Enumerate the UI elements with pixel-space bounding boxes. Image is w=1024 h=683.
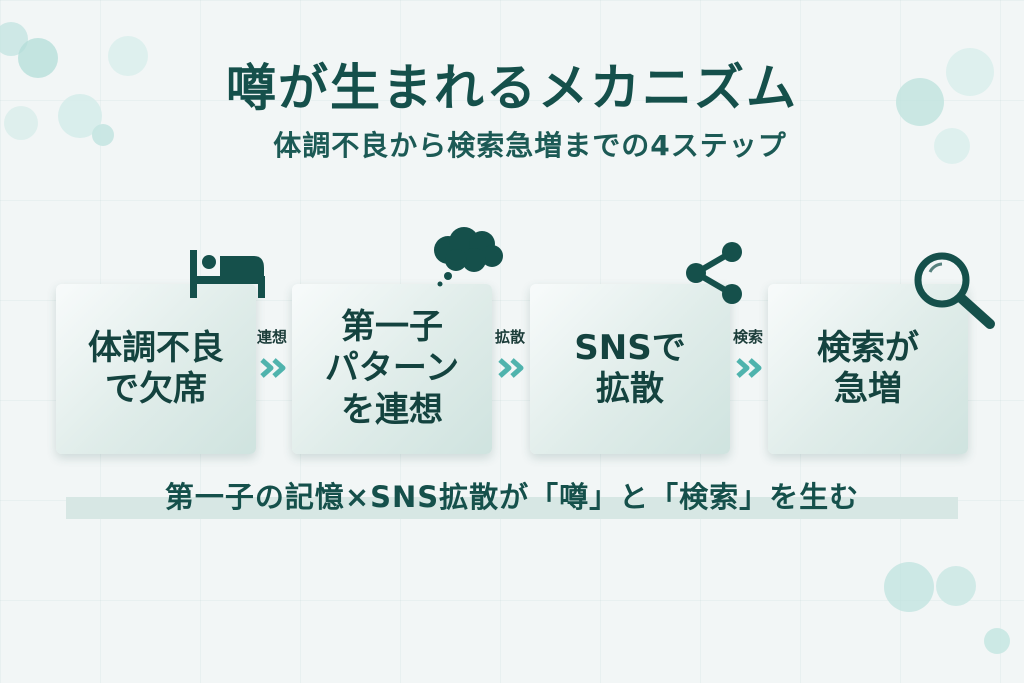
step-label-3: SNSで 拡散 [574, 327, 686, 409]
page-title: 噂が生まれるメカニズム [226, 59, 798, 117]
connector-label-3: 検索 [732, 328, 763, 346]
step-card-1: 体調不良 で欠席 [56, 284, 256, 454]
page-subtitle: 体調不良から検索急増までの4ステップ [273, 129, 787, 162]
step-card-4: 検索が 急増 [768, 284, 968, 454]
decorative-bubble [984, 628, 1010, 654]
decorative-bubble [946, 48, 994, 96]
step-label-4: 検索が 急増 [817, 327, 919, 409]
connector-label-2: 拡散 [494, 328, 525, 346]
double-chevron-right-icon [260, 358, 286, 378]
decorative-bubble [92, 124, 114, 146]
bed-icon [190, 250, 265, 298]
footer-statement: 第一子の記憶×SNS拡散が「噂」と「検索」を生む [164, 480, 860, 514]
decorative-bubble [936, 566, 976, 606]
thought-cloud-icon [434, 227, 503, 287]
step-card-2: 第一子 パターン を連想 [292, 284, 492, 454]
footer-highlight-band [66, 497, 958, 519]
step-label-2: 第一子 パターン を連想 [324, 306, 460, 430]
decorative-bubble [4, 106, 38, 140]
double-chevron-right-icon [736, 358, 762, 378]
decorative-bubble [934, 128, 970, 164]
connector-1: 連想 [254, 326, 294, 379]
share-icon [686, 242, 742, 304]
double-chevron-right-icon [498, 358, 524, 378]
connector-label-1: 連想 [256, 328, 287, 346]
connector-3: 検索 [730, 326, 770, 379]
connector-2: 拡散 [492, 326, 532, 379]
step-label-1: 体調不良 で欠席 [88, 327, 224, 409]
magnifier-icon [914, 252, 995, 329]
decorative-bubble [896, 78, 944, 126]
decorative-bubble [18, 38, 58, 78]
decorative-bubble [884, 562, 934, 612]
decorative-bubble [108, 36, 148, 76]
step-card-3: SNSで 拡散 [530, 284, 730, 454]
